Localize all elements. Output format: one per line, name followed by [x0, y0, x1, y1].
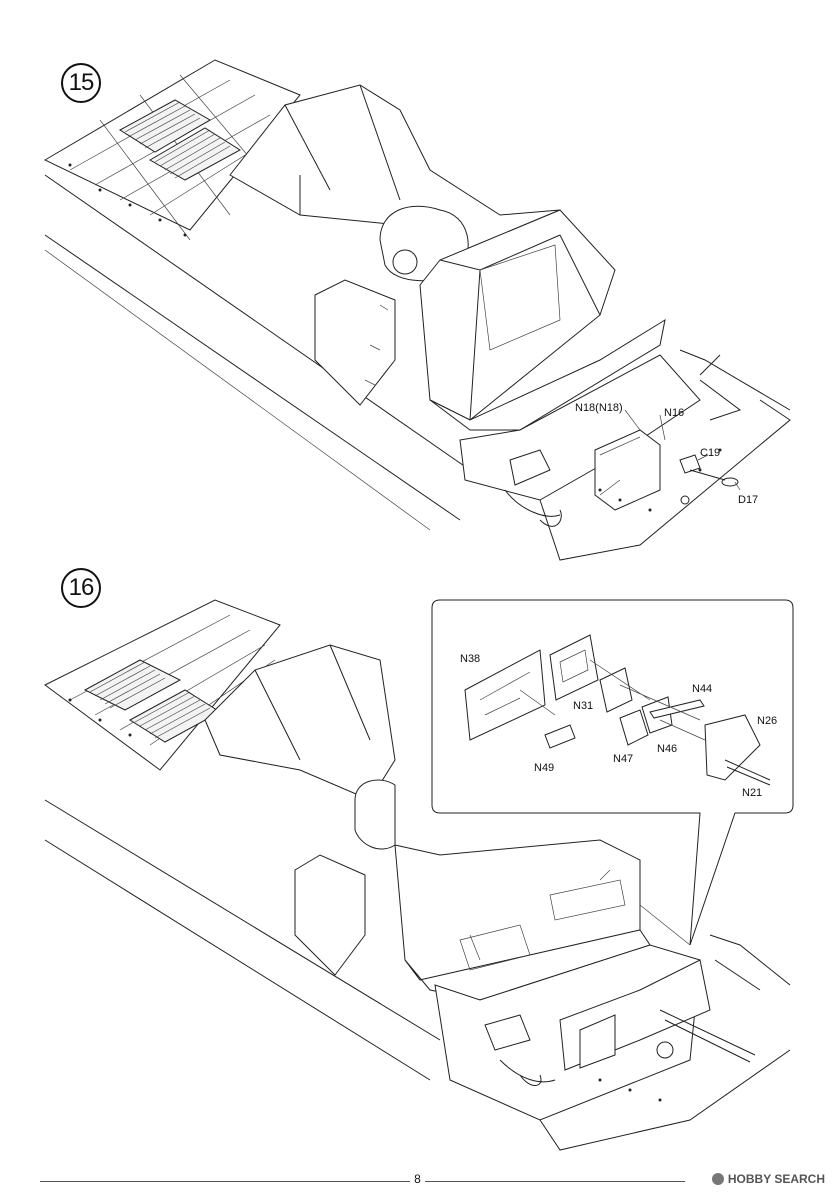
- part-n26: [704, 714, 761, 781]
- label-n31: N31: [573, 700, 594, 712]
- label-n44: N44: [692, 683, 713, 695]
- part-n47: [619, 709, 649, 746]
- label-n46: N46: [657, 743, 678, 755]
- engine-grille-16a: [83, 659, 182, 711]
- label-d17: D17: [738, 494, 759, 506]
- watermark: HOBBY SEARCH: [711, 1172, 825, 1186]
- label-n47: N47: [613, 753, 634, 765]
- part-n31: [549, 634, 599, 701]
- label-c19: C19: [700, 447, 721, 459]
- watermark-text: HOBBY SEARCH: [727, 1172, 825, 1186]
- side-hatch-16: [294, 854, 366, 976]
- hobby-search-logo-icon: [711, 1173, 724, 1185]
- turret-top: [229, 84, 561, 261]
- front-plate: [429, 318, 666, 431]
- turret-top-16: [204, 644, 396, 801]
- engine-grille-2: [148, 127, 241, 181]
- engine-grille-1: [119, 99, 212, 153]
- side-hatch: [314, 279, 396, 406]
- step-15-number: 15: [68, 69, 95, 96]
- engine-deck-outline-16: [44, 599, 281, 771]
- step-16-number: 16: [68, 574, 95, 601]
- part-n49: [544, 724, 576, 749]
- label-n38: N38: [460, 653, 481, 665]
- label-n18: N18(N18): [575, 402, 623, 414]
- part-n38: [464, 649, 546, 741]
- label-n26: N26: [757, 715, 778, 727]
- step-16-badge: 16: [61, 568, 101, 608]
- part-n44: [599, 667, 633, 713]
- label-n49: N49: [534, 762, 555, 774]
- page-number: 8: [414, 1172, 421, 1186]
- footer-rule-right: [425, 1181, 685, 1182]
- footer-rule-left: [40, 1181, 410, 1182]
- step-15-badge: 15: [61, 63, 101, 103]
- engine-deck-outline: [43, 59, 301, 231]
- label-n16: N16: [664, 407, 685, 419]
- label-n21: N21: [742, 787, 763, 799]
